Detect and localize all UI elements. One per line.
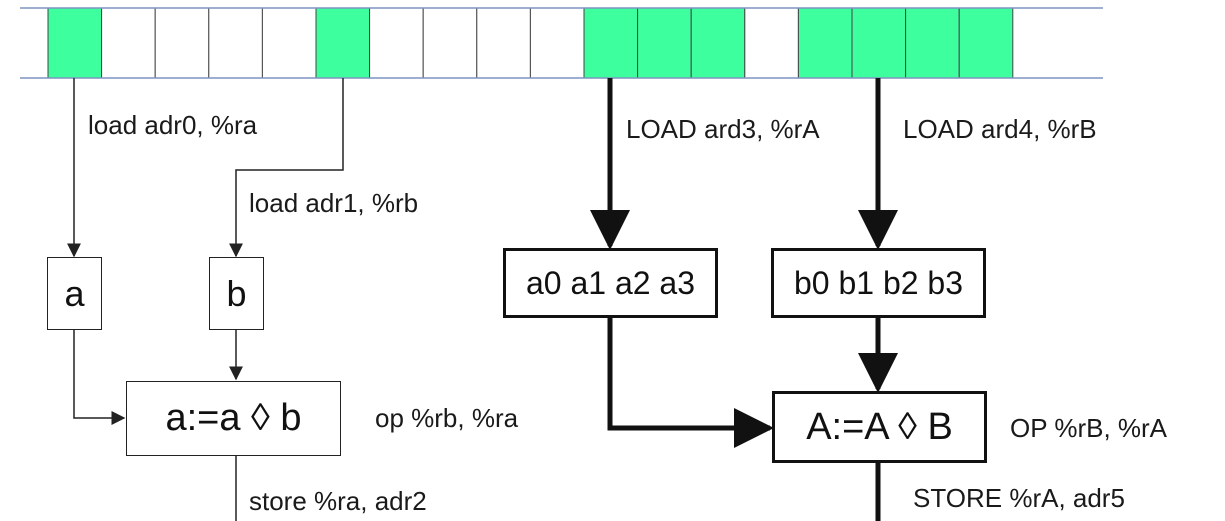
register-b-box: b <box>209 257 264 330</box>
vector-load-a-label: LOAD ard3, %rA <box>626 114 820 144</box>
memory-cell <box>422 7 478 79</box>
memory-cell <box>208 7 263 79</box>
scalar-store-label: store %ra, adr2 <box>249 486 427 516</box>
memory-cell <box>958 7 1014 79</box>
vector-store-label: STORE %rA, adr5 <box>913 483 1125 513</box>
memory-cell <box>47 7 103 79</box>
vector-register-b-box: b0 b1 b2 b3 <box>771 248 986 318</box>
memory-cell <box>905 7 960 79</box>
scalar-op-label: op %rb, %ra <box>375 403 519 433</box>
memory-cell <box>744 7 799 79</box>
arrow-load-b <box>229 78 344 258</box>
memory-cell <box>797 7 853 79</box>
memory-cell <box>583 7 639 79</box>
memory-cell <box>154 7 210 79</box>
vector-op-box: A:=A ◊ B <box>772 391 987 463</box>
memory-cell <box>261 7 317 79</box>
scalar-op-box: a:=a ◊ b <box>126 381 341 456</box>
vector-register-a-box: a0 a1 a2 a3 <box>503 248 718 318</box>
memory-cell <box>690 7 746 79</box>
memory-cell <box>851 7 907 79</box>
memory-cell <box>101 7 156 79</box>
arrow-a-to-op <box>73 330 126 425</box>
memory-cells <box>47 7 1014 79</box>
memory-cell <box>369 7 424 79</box>
memory-cell <box>529 7 585 79</box>
load-a-label: load adr0, %ra <box>88 110 258 140</box>
load-b-label: load adr1, %rb <box>249 188 419 218</box>
memory-cell <box>476 7 531 79</box>
vector-op-label: OP %rB, %rA <box>1010 413 1168 443</box>
arrow-vector-a-to-op <box>607 318 774 448</box>
register-a-box: a <box>47 257 102 330</box>
memory-cell <box>637 7 692 79</box>
memory-cell <box>315 7 371 79</box>
vector-load-b-label: LOAD ard4, %rB <box>903 114 1097 144</box>
